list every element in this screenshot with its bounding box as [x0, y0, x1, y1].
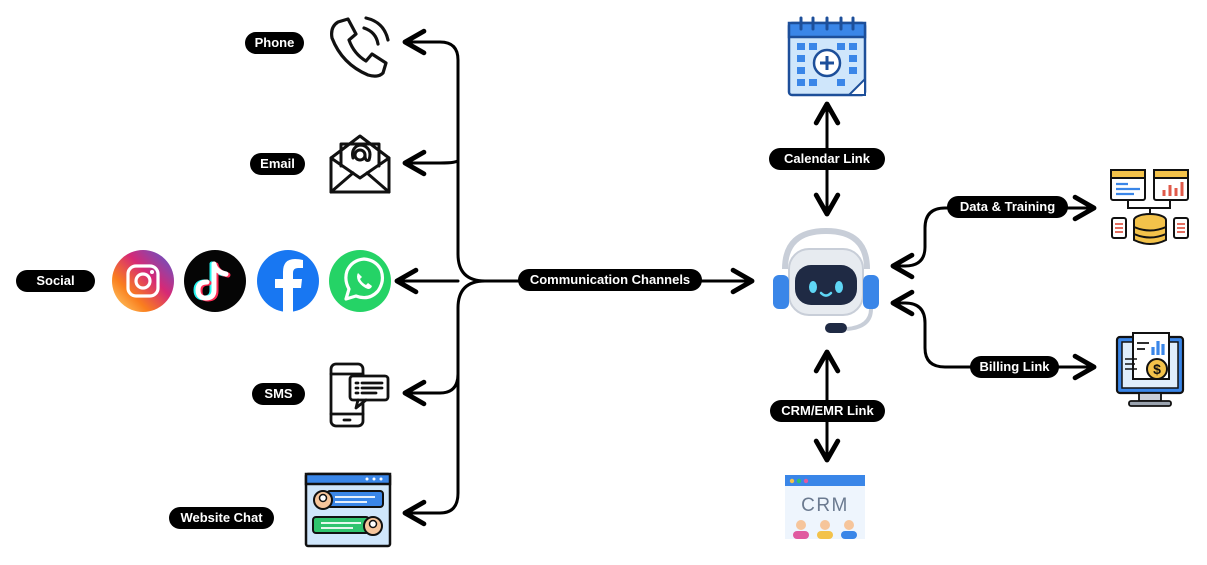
sms-icon — [329, 362, 390, 428]
connector-website-chat — [402, 368, 460, 527]
connector-email — [402, 149, 460, 177]
label-crm-emr-link: CRM/EMR Link — [770, 400, 885, 422]
label-sms: SMS — [252, 383, 305, 405]
data-training-icon — [1110, 169, 1189, 245]
phone-icon — [330, 16, 390, 78]
label-data-training: Data & Training — [947, 196, 1068, 218]
label-billing-link: Billing Link — [970, 356, 1059, 378]
instagram-icon — [112, 250, 174, 312]
label-social: Social — [16, 270, 95, 292]
calendar-icon — [787, 16, 867, 97]
label-calendar-link: Calendar Link — [769, 148, 885, 170]
email-icon — [329, 134, 391, 194]
connector-phone — [402, 28, 507, 283]
facebook-icon — [257, 250, 319, 312]
billing-icon: $ — [1115, 332, 1185, 407]
connector-data-training — [890, 194, 1097, 280]
label-email: Email — [250, 153, 305, 175]
label-communication-channels: Communication Channels — [518, 269, 702, 291]
connector-sms — [402, 279, 507, 407]
crm-icon-text: CRM — [801, 495, 849, 516]
label-phone: Phone — [245, 32, 304, 54]
website-chat-icon — [304, 472, 392, 548]
whatsapp-icon — [329, 250, 391, 312]
crm-icon: CRM — [785, 475, 865, 539]
svg-text:$: $ — [1153, 361, 1161, 377]
label-website-chat: Website Chat — [169, 507, 274, 529]
chatbot-icon — [773, 227, 879, 333]
tiktok-icon — [184, 250, 246, 312]
connector-billing — [890, 289, 1097, 381]
